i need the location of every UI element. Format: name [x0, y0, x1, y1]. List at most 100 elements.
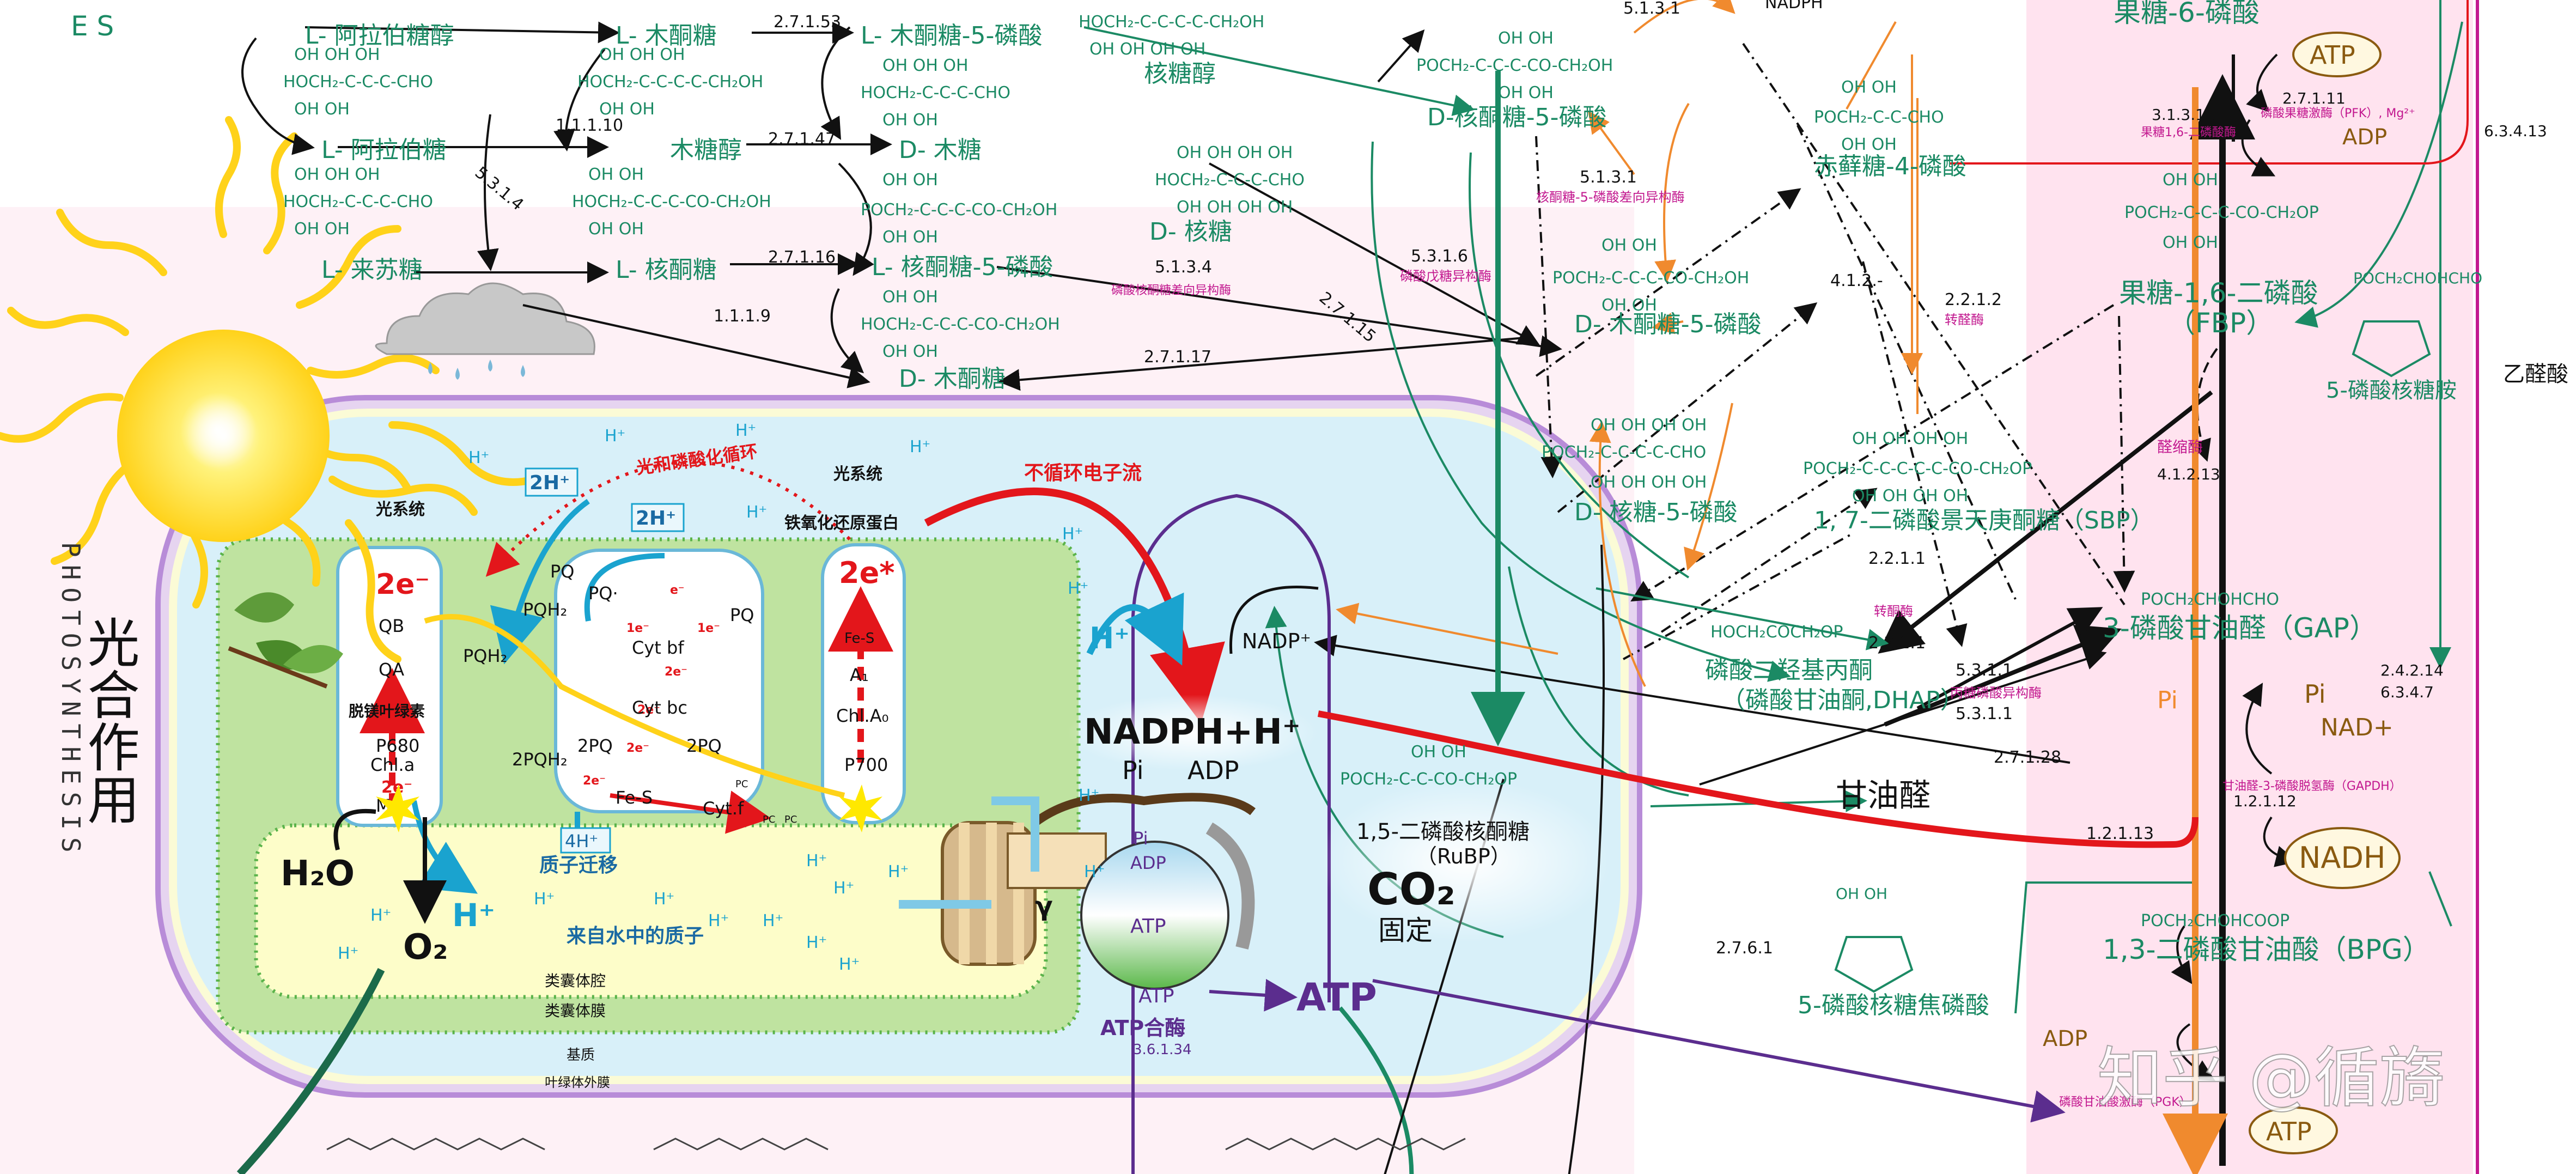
glycolysis-backbone [2163, 54, 2255, 1174]
formula-fbp: POCH₂-C-C-C-CO-CH₂OP [2124, 203, 2319, 222]
label-2e-a: 2e⁻ [376, 568, 430, 601]
formula-arabinose: HOCH₂-C-C-C-CHO [283, 72, 433, 92]
ec-5-1-3-1-top: 5.1.3.1 [1623, 0, 1680, 18]
ec-1-1-1-9: 1.1.1.9 [714, 307, 771, 326]
label-h-plus-nadph: H⁺ [1089, 621, 1130, 655]
formula-l-xylulose-5p: POCH₂-C-C-C-CO-CH₂OH [861, 200, 1057, 220]
label-gap: 3-磷酸甘油醛（GAP） [2103, 612, 2377, 644]
label-pqh2-2: PQH₂ [463, 646, 507, 666]
label-l-ribulose-5p: L- 核酮糖-5-磷酸 [872, 253, 1053, 281]
formula-oh-26: OH OH OH OH [1852, 429, 1968, 448]
formula-oh-27: OH OH OH OH [1852, 486, 1968, 506]
label-chla: Chl.a [370, 755, 415, 775]
label-xylitol: 木糖醇 [670, 136, 742, 164]
formula-oh-1: OH OH OH [294, 45, 380, 64]
watermark: 知乎 @循旖 [2097, 1041, 2445, 1116]
label-p700: P700 [844, 755, 888, 775]
label-l-ribulose: L- 核酮糖 [616, 256, 717, 284]
ec-2-2-1-2: 2.2.1.2 [1945, 290, 2002, 309]
label-dhap: 磷酸二羟基丙酮 [1705, 656, 1873, 684]
h-plus-11: H⁺ [888, 862, 909, 881]
label-2e-d: 2e⁻ [626, 741, 649, 755]
label-fes-1: Fe-S [616, 787, 653, 808]
label-a1: A₁ [850, 665, 869, 685]
label-e-1: e⁻ [670, 583, 685, 597]
label-d-xylose: D- 木糖 [899, 136, 982, 164]
enzyme-5131-name: 核酮糖-5-磷酸差向异构酶 [1536, 190, 1685, 205]
ec-3-6-1-34: 3.6.1.34 [1133, 1042, 1192, 1058]
nadh-oval [2284, 827, 2401, 889]
h-plus-6: H⁺ [468, 448, 489, 467]
formula-oh-20: OH OH [1601, 236, 1657, 255]
formula-oh-2: OH OH [294, 100, 350, 119]
formula-prpp-ring: OH OH [1836, 885, 1887, 903]
label-d-ribose: D- 核糖 [1149, 218, 1232, 246]
label-pi: Pi [2304, 679, 2326, 709]
label-pq-2: PQ [730, 605, 754, 625]
label-sbp: 1, 7-二磷酸景天庚酮糖（SBP） [1814, 507, 2154, 534]
label-nadp: NADP⁺ [1242, 629, 1311, 653]
label-prpp: 5-磷酸核糖焦磷酸 [1798, 991, 1989, 1019]
right-pink-band [2026, 0, 2473, 1174]
ec-2-2-1-1-a: 2.2.1.1 [1868, 549, 1926, 568]
ec-5-3-1-1-b: 5.3.1.1 [1956, 704, 2013, 723]
label-erythrose-4p: 赤藓糖-4-磷酸 [1814, 153, 1966, 180]
enzyme-gapdh: 甘油醛-3-磷酸脱氢酶（GAPDH） [2222, 780, 2402, 793]
h-plus-12: H⁺ [654, 890, 674, 909]
label-l-lyxose: L- 来苏糖 [321, 256, 423, 284]
ec-2-2-1-1-b: 2.2.1.1 [1868, 634, 1926, 653]
label-rubp: 1,5-二磷酸核酮糖 [1356, 819, 1530, 844]
electron-carriers: QB QA P680 Chl.a Mn PQ PQ· PQH₂ PQH₂ PQ … [370, 561, 888, 825]
formula-oh-5: OH OH OH [599, 45, 685, 64]
label-2h-b: 2H⁺ [636, 507, 676, 530]
h-plus-16: H⁺ [534, 890, 555, 909]
formula-oh-19: OH OH [1498, 83, 1554, 102]
right-enzyme-names: 磷酸果糖激酶（PFK）, Mg²⁺ 果糖1,6-二磷酸酶 醛缩酶 甘油醛-3-磷… [2059, 107, 2415, 1109]
formula-oh-30: OH OH [1411, 743, 1466, 762]
label-glyoxylate: 乙醛酸 [2503, 362, 2568, 387]
center-enzyme-names: 核酮糖-5-磷酸差向异构酶 磷酸戊糖异构酶 转醛酶 转酮酶 丙糖磷酸异构酶 [1400, 190, 2042, 701]
h-plus-13: H⁺ [708, 911, 729, 930]
label-h-plus-water: H⁺ [452, 897, 495, 934]
h-plus-19: H⁺ [839, 955, 860, 974]
formula-erythrose-4p: POCH₂-C-C-CHO [1814, 108, 1944, 127]
formula-sbp: POCH₂-C-C-C-C-C-CO-CH₂OP [1803, 459, 2032, 478]
fes-to-cytf-arrow [610, 790, 771, 834]
formula-oh-8: OH OH [588, 220, 644, 239]
enzyme-aldolase: 醛缩酶 [2157, 438, 2203, 456]
formula-d-ribose: HOCH₂-C-C-C-CHO [1155, 171, 1305, 190]
excitation-stars [376, 784, 882, 832]
formula-oh-16: OH OH OH OH [1177, 143, 1293, 162]
ec-5-3-1-6: 5.3.1.6 [1411, 247, 1468, 266]
label-pq-1: PQ [550, 561, 574, 582]
center-compounds: D-核酮糖-5-磷酸 D- 木酮糖-5-磷酸 D- 核糖-5-磷酸 赤藓糖-4-… [1427, 104, 2154, 1019]
h-plus-2: H⁺ [735, 421, 756, 440]
ec-2-4-2-14: 2.4.2.14 [2380, 661, 2444, 679]
label-nadh: NADH [2299, 841, 2386, 875]
h-plus-9: H⁺ [806, 851, 827, 871]
formula-oh-4: OH OH [294, 220, 350, 239]
formula-d-xylulose: HOCH₂-C-C-C-CO-CH₂OH [861, 315, 1060, 334]
label-noncyclic-flow: 不循环电子流 [1024, 462, 1142, 484]
label-nadph: NADPH+H⁺ [1084, 712, 1301, 752]
label-h2o: H₂O [281, 854, 355, 894]
h-plus-8: H⁺ [1079, 786, 1099, 805]
label-outer-membrane: 叶绿体外膜 [545, 1075, 610, 1090]
label-2e-b: 2e⁻ [665, 665, 687, 679]
atp-oval-2 [2249, 1106, 2338, 1154]
ec-5-1-3-4: 5.1.3.4 [1155, 258, 1212, 277]
label-2pq-2: 2PQ [686, 735, 722, 756]
label-atp-2: ATP [2266, 1117, 2312, 1146]
h-plus-17: H⁺ [370, 906, 391, 925]
ring-structures: POCH₂CHOHCHO OH OH [1834, 269, 2482, 993]
water-proton-arrow [411, 800, 478, 894]
formula-oh-12: OH OH [882, 228, 938, 247]
rubp-block: 1,5-二磷酸核酮糖 （RuBP） CO₂ 固定 [1318, 779, 1612, 946]
label-l-xylulose: L- 木酮糖 [616, 22, 717, 50]
red-electron-flow-arrow [1317, 710, 2199, 848]
label-glyceraldehyde: 甘油醛 [1836, 777, 1931, 814]
h-plus-20: H⁺ [1084, 862, 1105, 881]
formula-oh-21: OH OH [1601, 296, 1657, 315]
water-split-arrow [333, 808, 376, 850]
